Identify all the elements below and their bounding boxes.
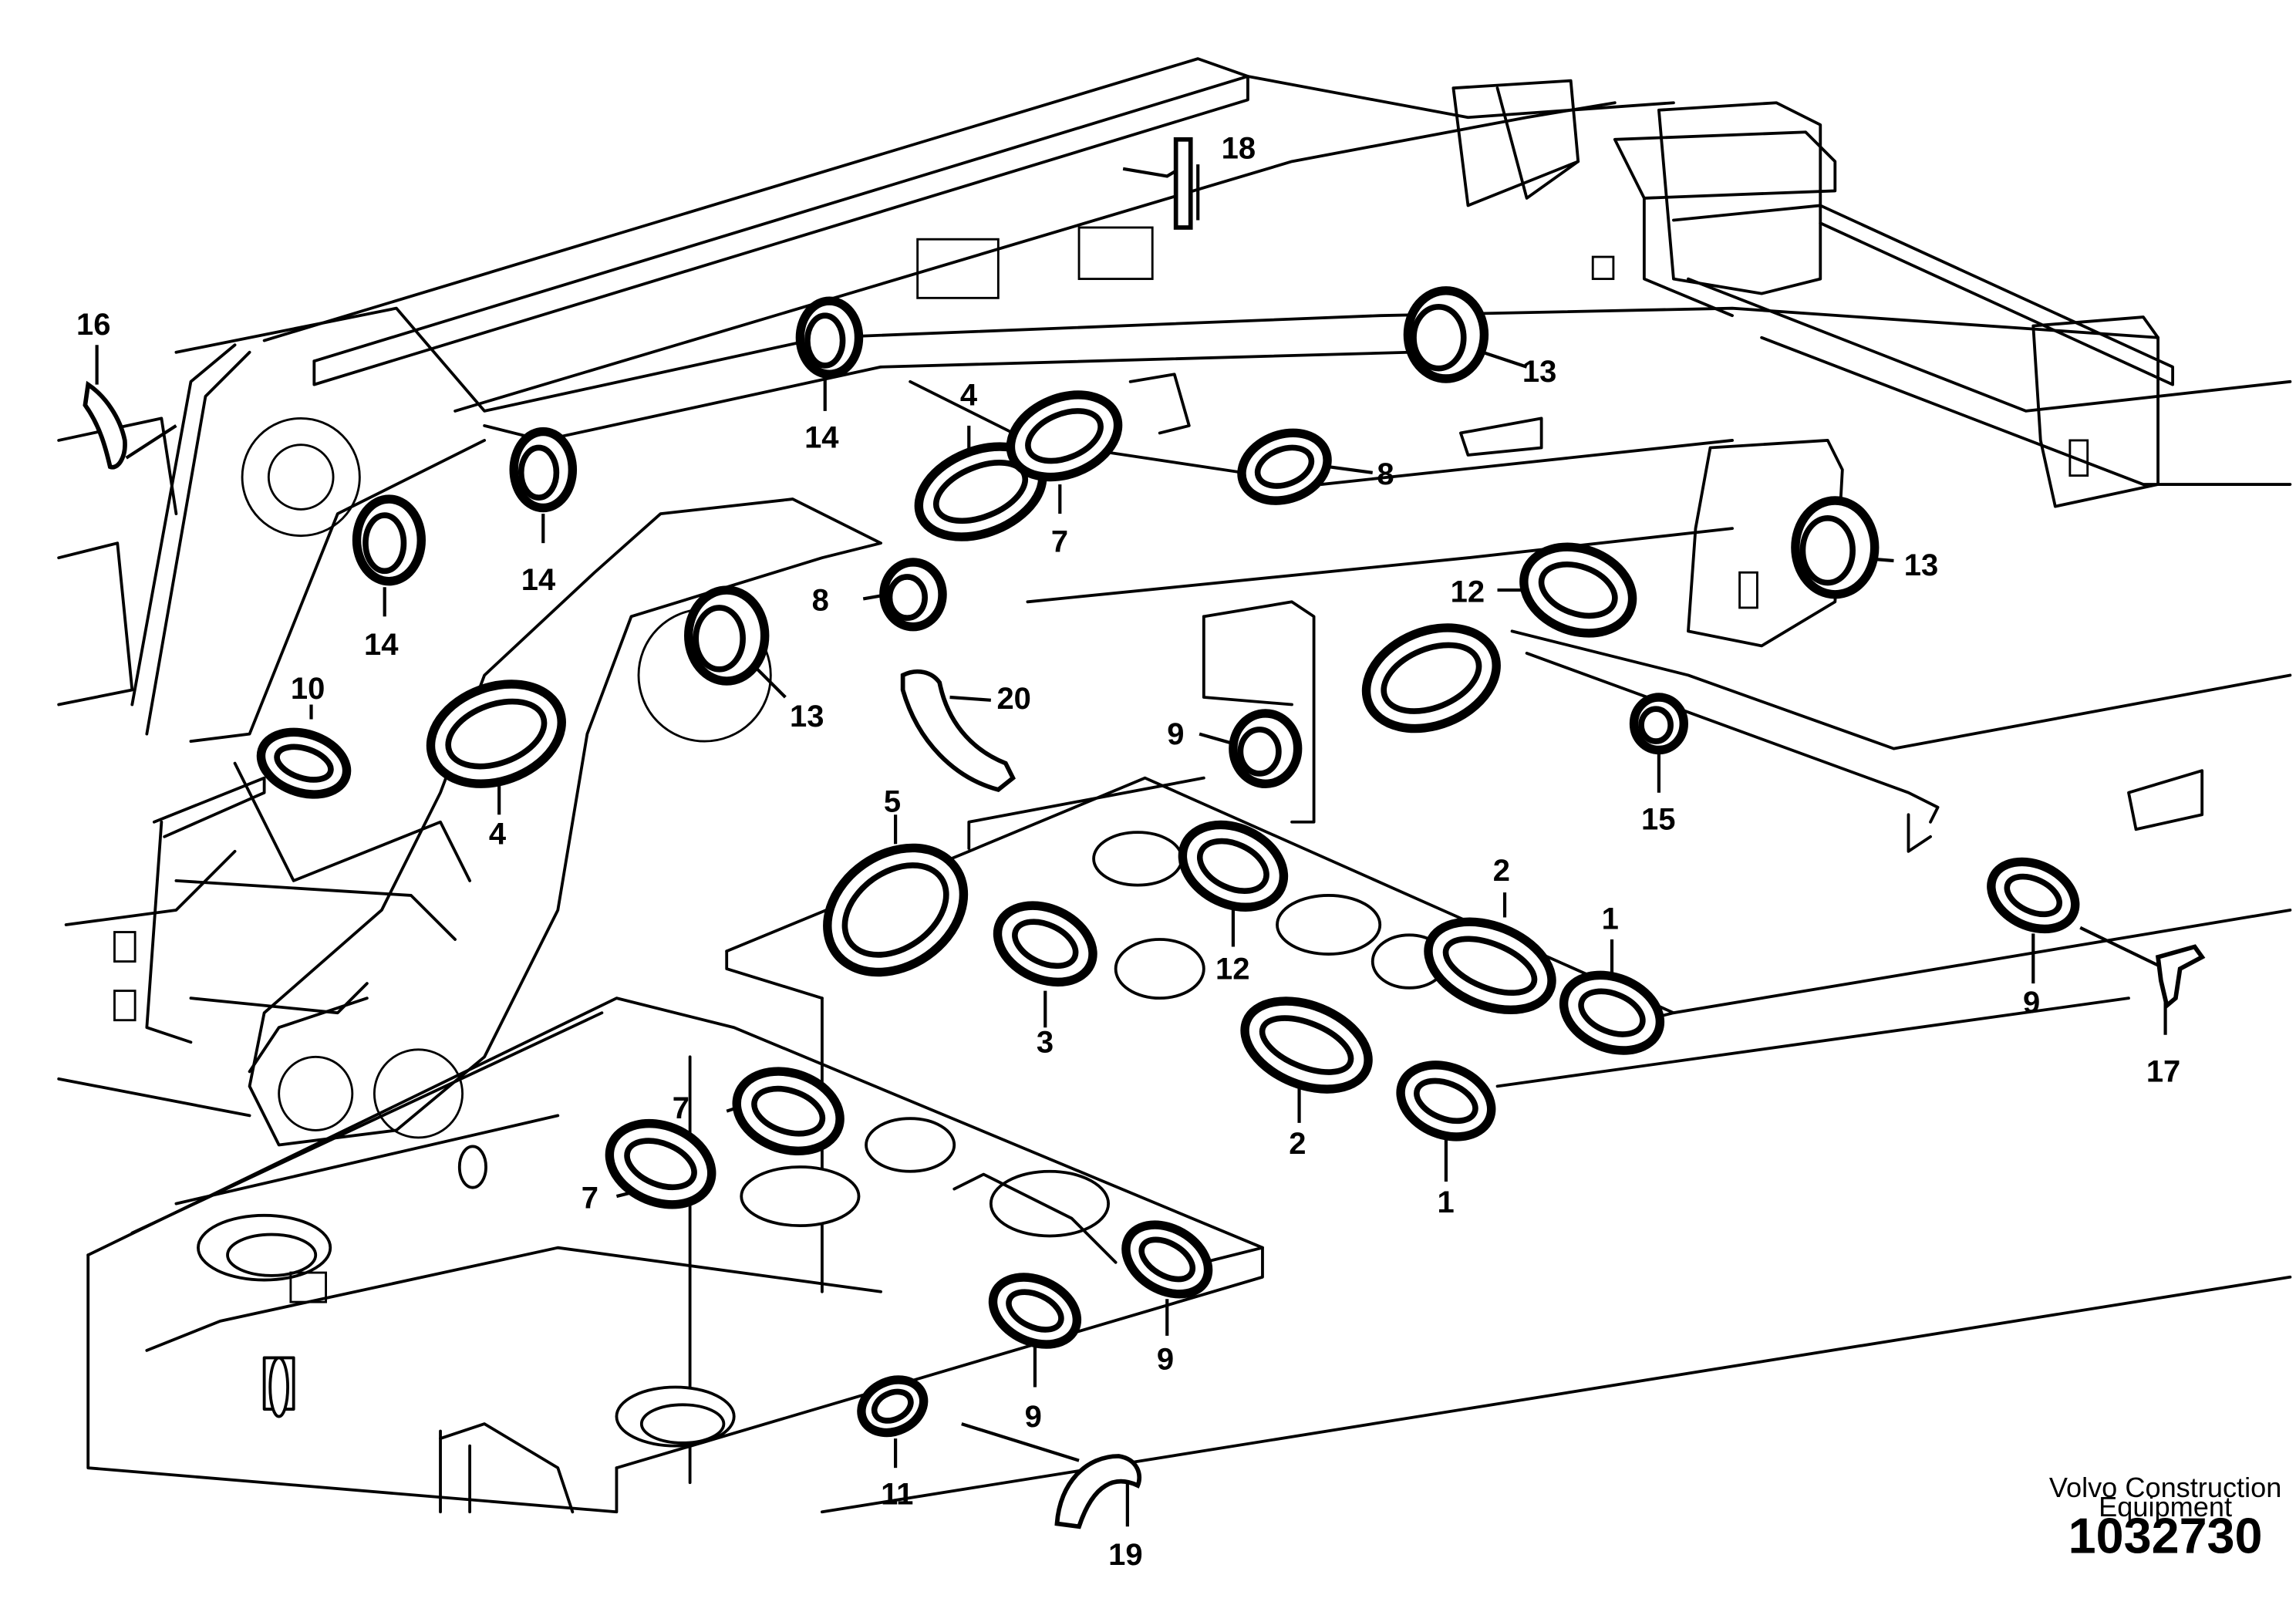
callout-12-mid: 12 [1215, 952, 1249, 986]
part-2-grommet-bottom [1240, 996, 1373, 1094]
callout-17: 17 [2146, 1055, 2180, 1089]
callout-13-right: 13 [1904, 548, 1938, 582]
callout-1-bottom: 1 [1437, 1185, 1454, 1219]
part-8-grommet-top [879, 558, 947, 632]
callout-10: 10 [291, 672, 325, 706]
callout-9-bottom-right: 9 [1157, 1343, 1174, 1377]
callout-4-top: 4 [960, 378, 977, 412]
callout-7-mid: 7 [673, 1091, 689, 1125]
callout-8-mid: 9 [1167, 717, 1184, 751]
callout-11: 11 [881, 1478, 913, 1512]
callout-13-top: 13 [1522, 355, 1556, 389]
callout-14-mid: 14 [521, 563, 555, 597]
manufacturer-block: Volvo Construction Equipment 1032730 [2049, 1472, 2281, 1563]
part-9-grommet-right [1987, 857, 2080, 934]
part-14-grommet-left [352, 494, 426, 586]
part-19-edge-trim [1054, 1454, 1142, 1529]
part-14-grommet-top [795, 296, 864, 379]
callout-16: 16 [76, 308, 110, 342]
callout-14-top: 14 [804, 420, 838, 454]
part-5-grommet [823, 843, 969, 977]
part-7-grommet-lower-left [605, 1118, 716, 1209]
callout-12-right: 12 [1451, 575, 1485, 609]
grommet-parts [83, 137, 2206, 1529]
callout-2-bottom: 2 [1289, 1127, 1306, 1161]
callout-7-top: 7 [1051, 525, 1068, 559]
part-8-grommet-mid [1229, 709, 1303, 789]
part-1-grommet-bottom [1396, 1061, 1496, 1141]
part-13-grommet-left [684, 585, 770, 686]
part-2-grommet-top [1424, 917, 1556, 1015]
part-14-grommet-mid [509, 427, 578, 513]
callout-13-left: 13 [790, 700, 824, 733]
leader-lines [95, 160, 2167, 1527]
part-12-grommet-mid [1178, 820, 1289, 912]
part-9-grommet-bottom-left [988, 1273, 1082, 1349]
part-13-grommet-right [1791, 496, 1880, 599]
part-15-grommet [1629, 693, 1688, 755]
part-1-grommet-top [1559, 970, 1665, 1055]
part-17-clip [2155, 944, 2206, 1010]
part-10-grommet [256, 727, 352, 799]
callout-9-bottom-left: 9 [1025, 1400, 1042, 1434]
callout-2-top: 2 [1493, 854, 1510, 888]
callout-14-left: 14 [364, 628, 398, 662]
part-7-grommet-lower-right [732, 1067, 845, 1156]
manufacturer-name-line2: Equipment [2099, 1491, 2232, 1523]
callout-8-top: 8 [812, 584, 829, 618]
callout-7-low: 7 [582, 1181, 598, 1215]
frame-line-art [57, 57, 2292, 1514]
part-18-rod [1173, 137, 1193, 230]
part-3-grommet [993, 901, 1097, 987]
callout-3: 3 [1037, 1026, 1054, 1060]
document-number: 1032730 [2068, 1508, 2263, 1564]
callout-18: 18 [1222, 132, 1256, 166]
callout-15: 15 [1641, 802, 1675, 836]
part-7-grommet-top [1006, 390, 1123, 482]
callout-6: 8 [1377, 457, 1394, 491]
callout-4-left: 4 [489, 817, 506, 851]
part-12-grommet-right [1519, 542, 1637, 638]
part-4-grommet-right [1361, 623, 1501, 733]
callout-9-right: 9 [2023, 986, 2040, 1020]
part-13-grommet-top [1403, 286, 1489, 383]
part-11-grommet [857, 1375, 929, 1438]
callout-labels: 16 18 14 13 4 7 8 8 14 14 13 10 4 20 9 1… [76, 132, 2180, 1572]
callout-20: 20 [996, 682, 1030, 716]
part-6-grommet [1237, 428, 1332, 505]
part-4-grommet-left [426, 679, 566, 788]
part-16-pin [83, 380, 127, 470]
manufacturer-name-line1: Volvo Construction [2049, 1472, 2281, 1503]
callout-1-top: 1 [1602, 902, 1619, 936]
part-9-grommet-bottom-right [1121, 1220, 1213, 1299]
callout-19: 19 [1108, 1538, 1142, 1572]
part-20-hose [900, 669, 1016, 793]
callout-5: 5 [884, 784, 901, 818]
